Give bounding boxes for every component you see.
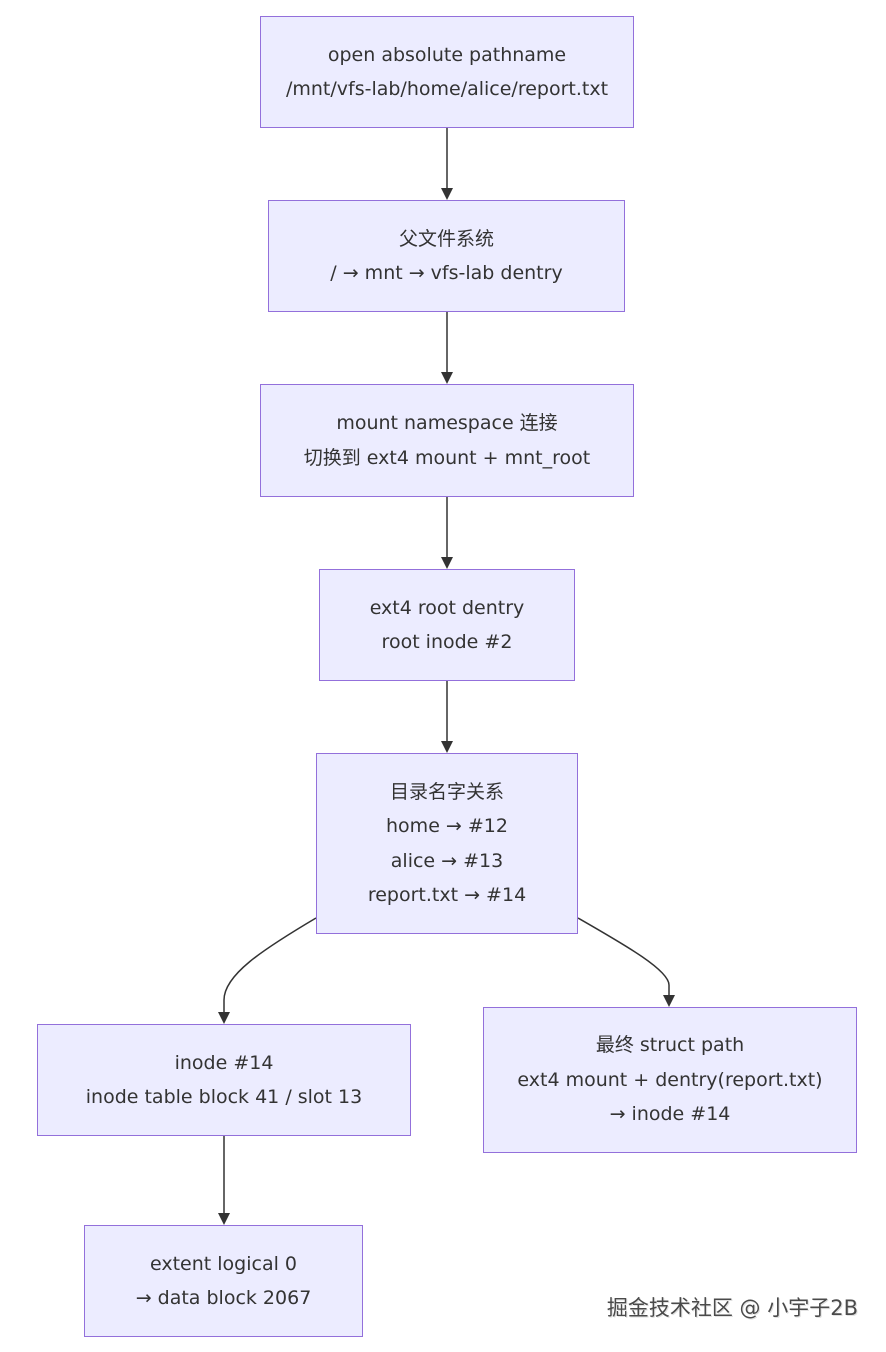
node-inode-14-line-1: inode #14 (174, 1051, 274, 1074)
edge-dir-names-to-inode14 (218, 917, 317, 1024)
node-parent-filesystem: 父文件系统 / → mnt → vfs-lab dentry (268, 200, 625, 312)
node-directory-names-line-1: 目录名字关系 (389, 780, 504, 803)
node-open-pathname-line-2: /mnt/vfs-lab/home/alice/report.txt (285, 78, 609, 100)
node-extent-mapping: extent logical 0 → data block 2067 (84, 1225, 363, 1337)
node-inode-14-line-2: inode table block 41 / slot 13 (85, 1086, 363, 1108)
node-ext4-root-dentry-line-1: ext4 root dentry (369, 596, 525, 619)
node-directory-names: 目录名字关系 home → #12 alice → #13 report.txt… (316, 753, 578, 934)
node-final-struct-path-line-1: 最终 struct path (595, 1034, 745, 1057)
node-parent-filesystem-line-1: 父文件系统 (398, 227, 494, 250)
node-extent-mapping-line-2: → data block 2067 (135, 1287, 312, 1309)
node-final-struct-path-line-3: → inode #14 (609, 1103, 731, 1126)
node-final-struct-path: 最终 struct path ext4 mount + dentry(repor… (483, 1007, 857, 1153)
node-parent-filesystem-line-2: / → mnt → vfs-lab dentry (330, 262, 563, 284)
node-directory-names-line-4: report.txt → #14 (367, 884, 527, 906)
node-directory-names-line-3: alice → #13 (390, 849, 504, 872)
node-mount-namespace-line-1: mount namespace 连接 (336, 412, 558, 434)
node-ext4-root-dentry-line-2: root inode #2 (381, 631, 513, 653)
node-mount-namespace-line-2: 切换到 ext4 mount + mnt_root (303, 446, 591, 469)
node-ext4-root-dentry: ext4 root dentry root inode #2 (319, 569, 575, 681)
node-mount-namespace: mount namespace 连接 切换到 ext4 mount + mnt_… (260, 384, 634, 497)
node-open-pathname: open absolute pathname /mnt/vfs-lab/home… (260, 16, 634, 128)
node-directory-names-line-2: home → #12 (386, 815, 508, 837)
edge-dir-names-to-final-path (577, 917, 675, 1007)
node-final-struct-path-line-2: ext4 mount + dentry(report.txt) (517, 1068, 823, 1091)
node-open-pathname-line-1: open absolute pathname (327, 43, 567, 66)
node-extent-mapping-line-1: extent logical 0 (149, 1252, 297, 1275)
watermark: 掘金技术社区 @ 小宇子2B (606, 1296, 858, 1320)
node-inode-14: inode #14 inode table block 41 / slot 13 (37, 1024, 411, 1136)
